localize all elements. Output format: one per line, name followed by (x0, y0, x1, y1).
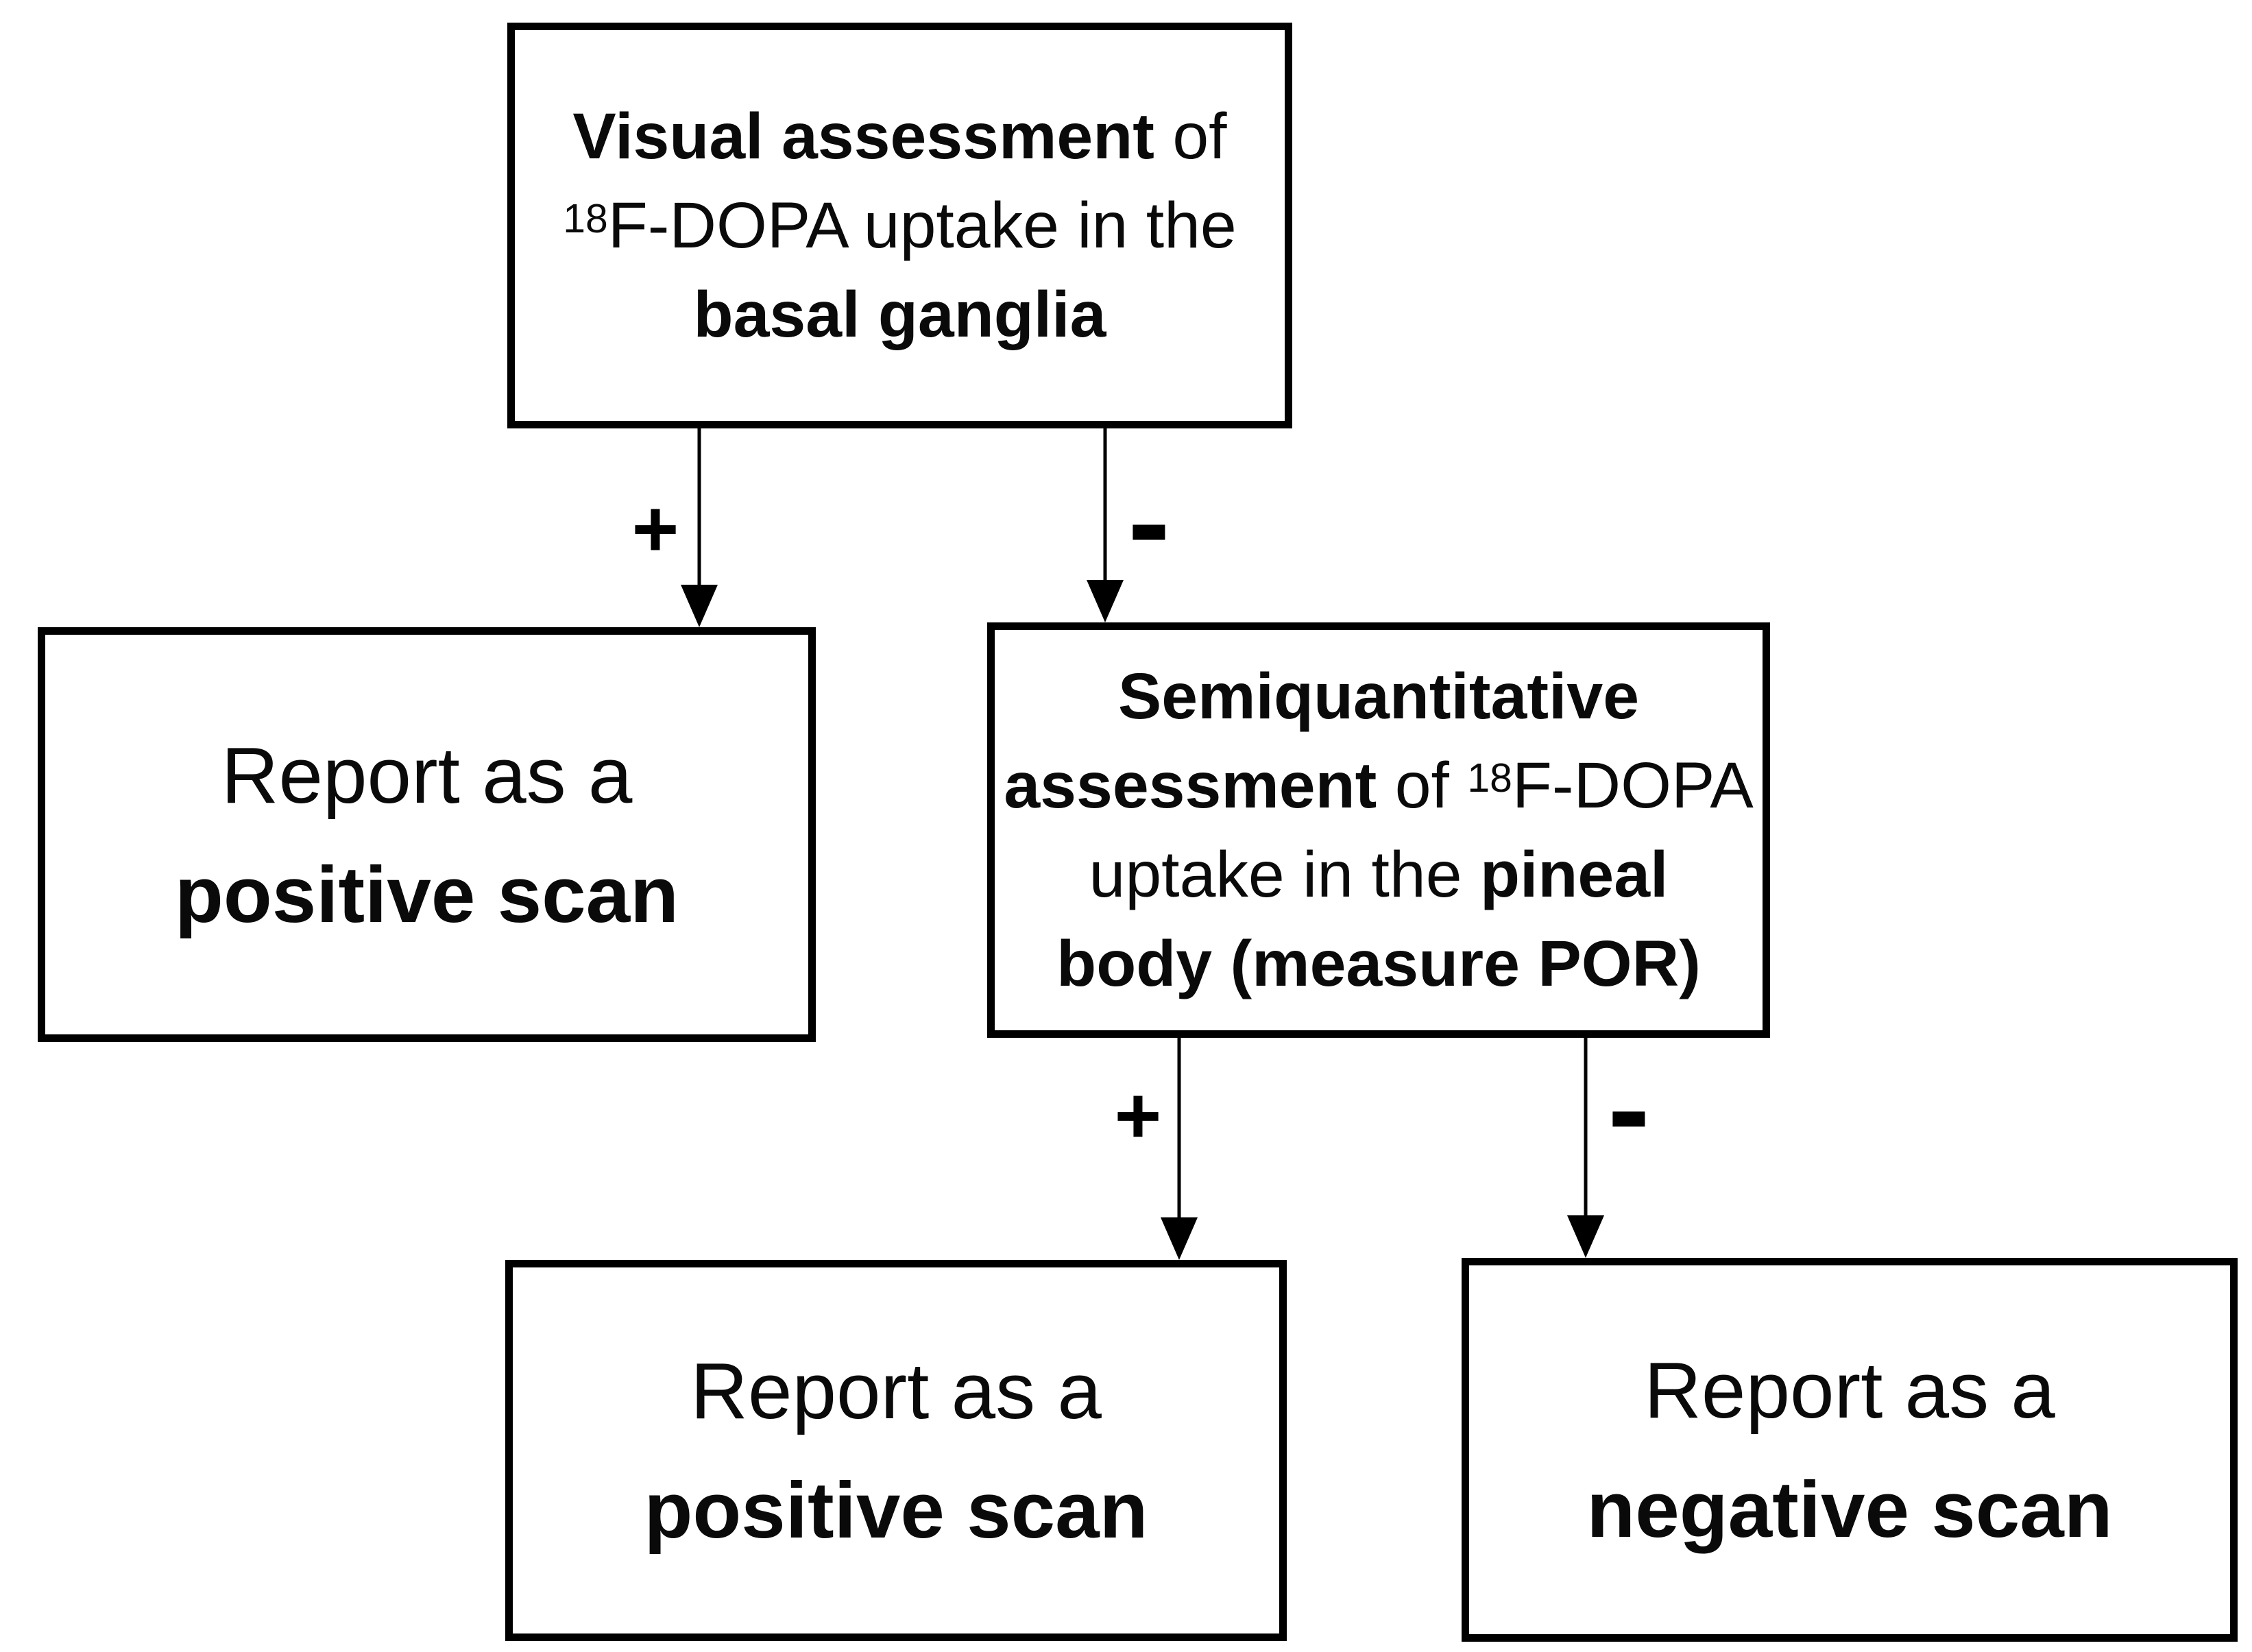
text-line: Semiquantitative (1117, 659, 1640, 733)
node-semiquantitative-assessment: Semiquantitative assessment of 18F-DOPA … (987, 622, 1770, 1038)
arrow-semiquantitative-to-negative (1584, 1036, 1588, 1215)
text-line: negative scan (1586, 1465, 2113, 1554)
edge-label-semiquant-plus: + (1114, 1071, 1162, 1161)
text-line: basal ganglia (693, 278, 1106, 352)
text-line: assessment of 18F-DOPA (1004, 749, 1754, 822)
text-line: Report as a (1644, 1346, 2055, 1435)
node-report-negative-text: Report as a negative scan (1586, 1331, 2112, 1569)
text-line: Report as a (690, 1346, 1102, 1435)
edge-label-visual-plus: + (631, 484, 679, 574)
edge-label-semiquant-minus: - (1608, 1038, 1650, 1180)
text-line: body (measure POR) (1056, 927, 1701, 1001)
text-line: positive scan (175, 849, 679, 939)
arrow-semiquantitative-to-positive (1177, 1038, 1181, 1217)
edge-label-visual-minus: - (1128, 451, 1170, 593)
arrowhead-visual-to-positive (681, 585, 718, 627)
text-line: Report as a (221, 730, 633, 820)
node-visual-assessment-text: Visual assessment of 18F-DOPA uptake in … (563, 92, 1237, 359)
text-line: positive scan (644, 1466, 1148, 1555)
text-line: uptake in the pineal (1089, 838, 1669, 911)
arrowhead-semiquantitative-to-positive (1161, 1217, 1198, 1260)
arrow-visual-to-semiquantitative (1103, 428, 1107, 580)
arrowhead-semiquantitative-to-negative (1567, 1215, 1604, 1258)
node-report-positive-left: Report as a positive scan (38, 627, 816, 1042)
node-report-negative: Report as a negative scan (1462, 1258, 2238, 1642)
node-report-positive-bottom-text: Report as a positive scan (644, 1331, 1148, 1570)
node-report-positive-left-text: Report as a positive scan (175, 716, 679, 954)
node-visual-assessment: Visual assessment of 18F-DOPA uptake in … (507, 23, 1292, 428)
node-report-positive-bottom: Report as a positive scan (505, 1260, 1287, 1641)
text-line: 18F-DOPA uptake in the (563, 189, 1237, 262)
node-semiquantitative-text: Semiquantitative assessment of 18F-DOPA … (1004, 652, 1753, 1009)
text-line: Visual assessment of (572, 99, 1227, 173)
arrowhead-visual-to-semiquantitative (1087, 580, 1124, 622)
arrow-visual-to-positive (697, 428, 701, 585)
